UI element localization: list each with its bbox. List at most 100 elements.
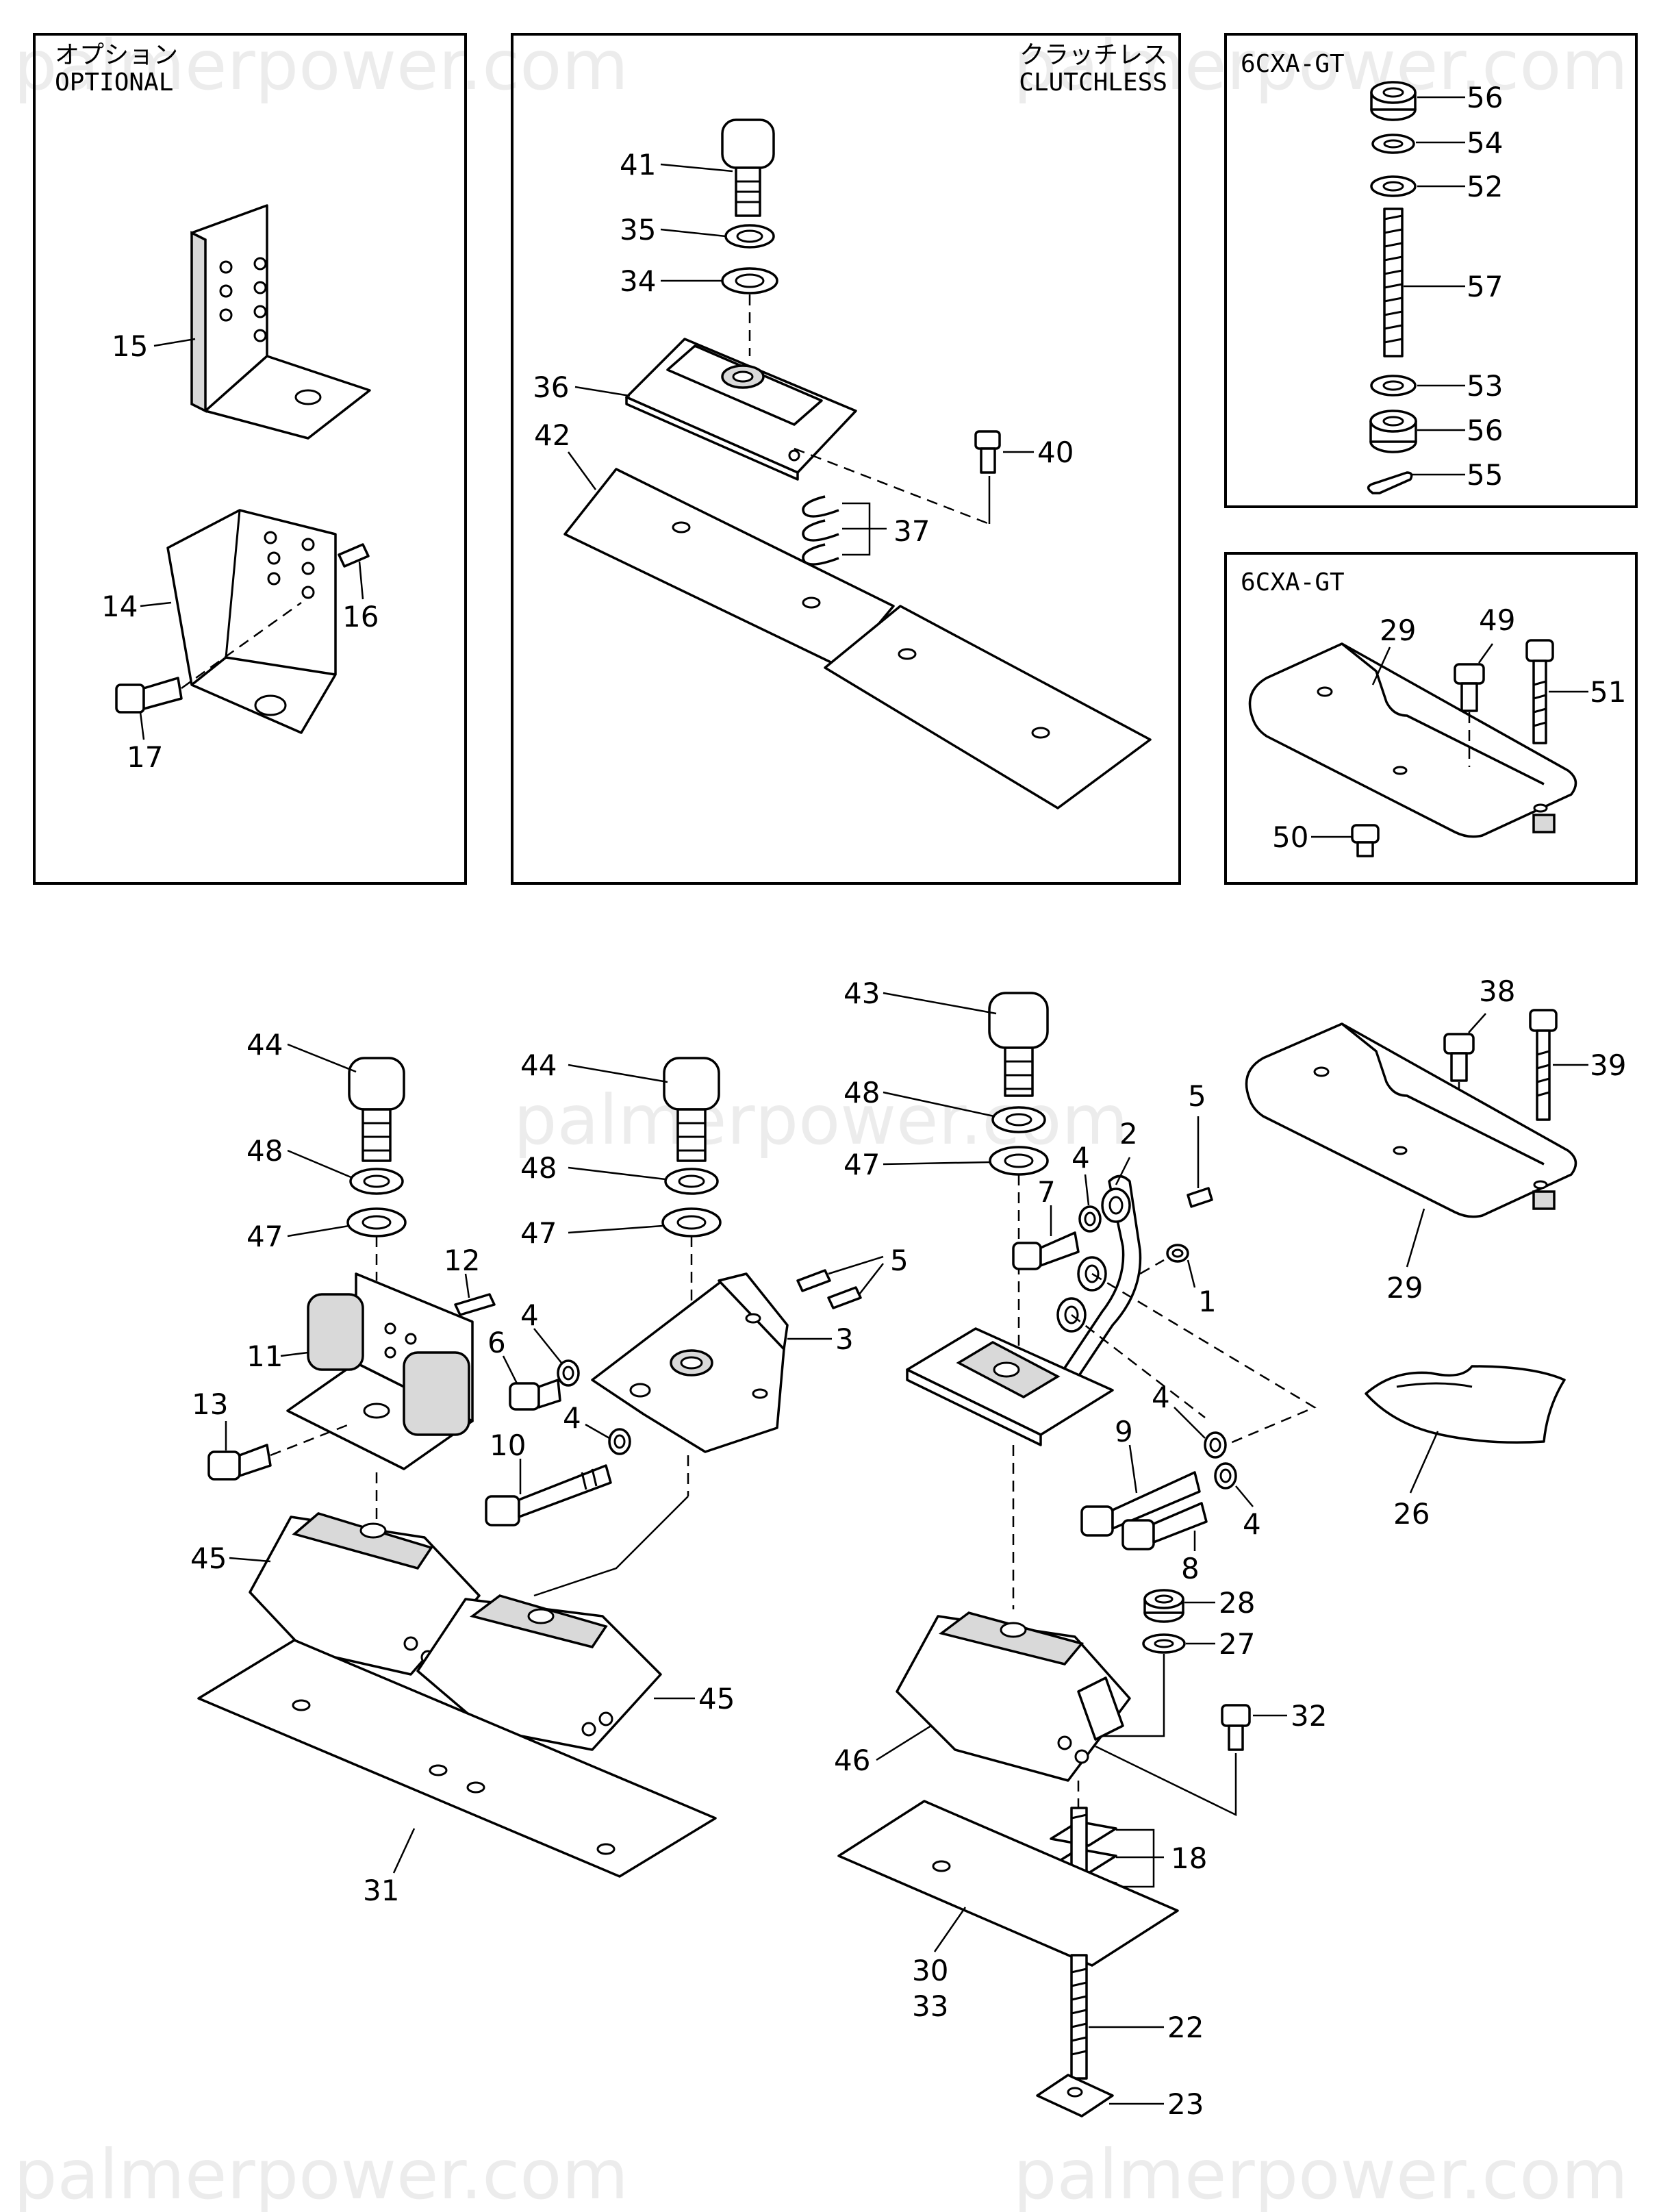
- callout-50: 50: [1272, 820, 1308, 854]
- callout-46: 46: [834, 1744, 870, 1777]
- callout-56-bottom: 56: [1467, 414, 1503, 447]
- callout-7: 7: [1037, 1175, 1056, 1209]
- panel-clutchless-caption-en: CLUTCHLESS: [1019, 68, 1167, 97]
- callout-57: 57: [1467, 270, 1503, 303]
- callout-27: 27: [1219, 1627, 1255, 1661]
- callout-43: 43: [844, 977, 880, 1010]
- callout-8: 8: [1181, 1552, 1200, 1585]
- part-30-33-base-plate: [837, 1800, 1179, 1967]
- part-41-stopper-bolt: [721, 118, 775, 217]
- callout-10: 10: [490, 1429, 526, 1462]
- part-52-washer: [1370, 175, 1417, 197]
- callout-54: 54: [1467, 126, 1503, 160]
- callout-14: 14: [101, 590, 138, 623]
- callout-13: 13: [192, 1387, 228, 1421]
- callout-5-right: 5: [1188, 1079, 1206, 1113]
- callout-11: 11: [246, 1340, 283, 1373]
- part-11-mount-bracket: [286, 1272, 474, 1470]
- callout-47-right: 47: [844, 1148, 880, 1181]
- part-17-bolt: [115, 677, 183, 714]
- watermark-top-left: palmerpower.com: [14, 25, 629, 105]
- panel-optional: オプション OPTIONAL 15: [33, 33, 467, 885]
- part-57-stud-bolt: [1383, 208, 1404, 357]
- watermarks: palmerpower.com palmerpower.com palmerpo…: [14, 25, 1628, 2212]
- part-13-bolt: [207, 1444, 272, 1481]
- part-15-angle-bracket: [190, 204, 371, 440]
- callout-48-left: 48: [246, 1134, 283, 1168]
- panel-clutchless-frame: [511, 33, 1181, 885]
- panel-gt-top-frame: [1224, 33, 1638, 508]
- callout-22: 22: [1167, 2011, 1204, 2044]
- panel-optional-caption-en: OPTIONAL: [55, 68, 173, 97]
- watermark-bottom-left: palmerpower.com: [14, 2135, 629, 2212]
- callout-55: 55: [1467, 458, 1503, 492]
- callout-52: 52: [1467, 170, 1503, 203]
- callout-29-top: 29: [1380, 614, 1416, 647]
- part-mount-top-plate: [906, 1327, 1114, 1446]
- callout-41: 41: [620, 148, 656, 181]
- part-47-right-washer: [989, 1146, 1049, 1176]
- part-8-bolt: [1121, 1502, 1208, 1550]
- callout-15: 15: [112, 329, 148, 363]
- callout-12: 12: [444, 1244, 480, 1277]
- part-4-spring-washer-e: [1214, 1462, 1237, 1490]
- part-55-cotter-pin: [1367, 471, 1413, 494]
- panel-gt-bottom-caption: 6CXA-GT: [1241, 568, 1345, 596]
- callout-1: 1: [1198, 1285, 1217, 1318]
- main-assembly-left: 44 48 47 11 1: [190, 1028, 909, 1907]
- panel-clutchless-caption-jp: クラッチレス: [1019, 41, 1167, 69]
- callout-29-bottom: 29: [1386, 1271, 1423, 1305]
- callout-4-lower-left: 4: [563, 1401, 581, 1435]
- part-50-bolt: [1351, 824, 1380, 857]
- part-7-bolt: [1012, 1231, 1080, 1270]
- main-assembly-right: 43 48 47 2 5: [834, 977, 1327, 2121]
- callout-40: 40: [1037, 436, 1074, 469]
- part-23-base-pad: [1036, 2074, 1114, 2117]
- part-34-washer: [721, 267, 778, 294]
- callout-47-center: 47: [520, 1216, 557, 1250]
- part-4-spring-washer-c: [1078, 1205, 1102, 1233]
- callout-53: 53: [1467, 369, 1503, 403]
- part-38-flange-bolt: [1443, 1033, 1475, 1082]
- part-10-long-bolt: [485, 1464, 612, 1526]
- part-54-spring-washer: [1371, 134, 1415, 154]
- part-16-pin: [338, 543, 370, 568]
- callout-3: 3: [835, 1322, 854, 1356]
- part-43-stopper-bolt: [988, 992, 1049, 1097]
- callout-56-top: 56: [1467, 81, 1503, 114]
- part-3-front-bracket: [591, 1272, 789, 1453]
- panel-gt-top: 6CXA-GT 56 54 52: [1224, 33, 1638, 508]
- panel-optional-frame: [33, 33, 467, 885]
- part-53-washer: [1370, 375, 1417, 397]
- callout-37: 37: [893, 514, 930, 548]
- callout-44-left: 44: [246, 1028, 283, 1061]
- callout-51: 51: [1590, 675, 1626, 709]
- callout-4-mid-right: 4: [1152, 1381, 1170, 1414]
- part-35-spring-washer: [724, 224, 775, 249]
- callout-39: 39: [1590, 1048, 1626, 1082]
- part-32-bolt: [1221, 1704, 1251, 1751]
- part-6-bolt: [509, 1379, 561, 1411]
- part-47-left-washer: [346, 1207, 407, 1237]
- assembly-far-right: 38 39 29 26: [1245, 975, 1626, 1531]
- part-39-long-bolt: [1529, 1009, 1558, 1121]
- callout-23: 23: [1167, 2087, 1204, 2121]
- callout-4-lower-right: 4: [1243, 1507, 1261, 1541]
- callout-38: 38: [1479, 975, 1515, 1008]
- part-29-bracket-gt: [1248, 642, 1577, 838]
- part-42-shim-plate: [563, 468, 1152, 809]
- part-31-base-plate: [197, 1639, 717, 1878]
- callout-4-upper-left: 4: [520, 1298, 539, 1332]
- callout-32: 32: [1291, 1699, 1327, 1733]
- callout-6: 6: [487, 1326, 506, 1359]
- part-29-bracket: [1245, 1022, 1577, 1218]
- part-22-stud: [1070, 1954, 1088, 2080]
- part-44-center-stopper-bolt: [663, 1057, 720, 1162]
- part-2-bracket: [1056, 1174, 1142, 1388]
- part-4-spring-washer-a: [557, 1359, 580, 1387]
- callout-18: 18: [1171, 1842, 1207, 1875]
- part-4-spring-washer-b: [608, 1428, 631, 1455]
- part-47-center-washer: [661, 1207, 722, 1237]
- part-26-parts-bag: [1365, 1365, 1566, 1444]
